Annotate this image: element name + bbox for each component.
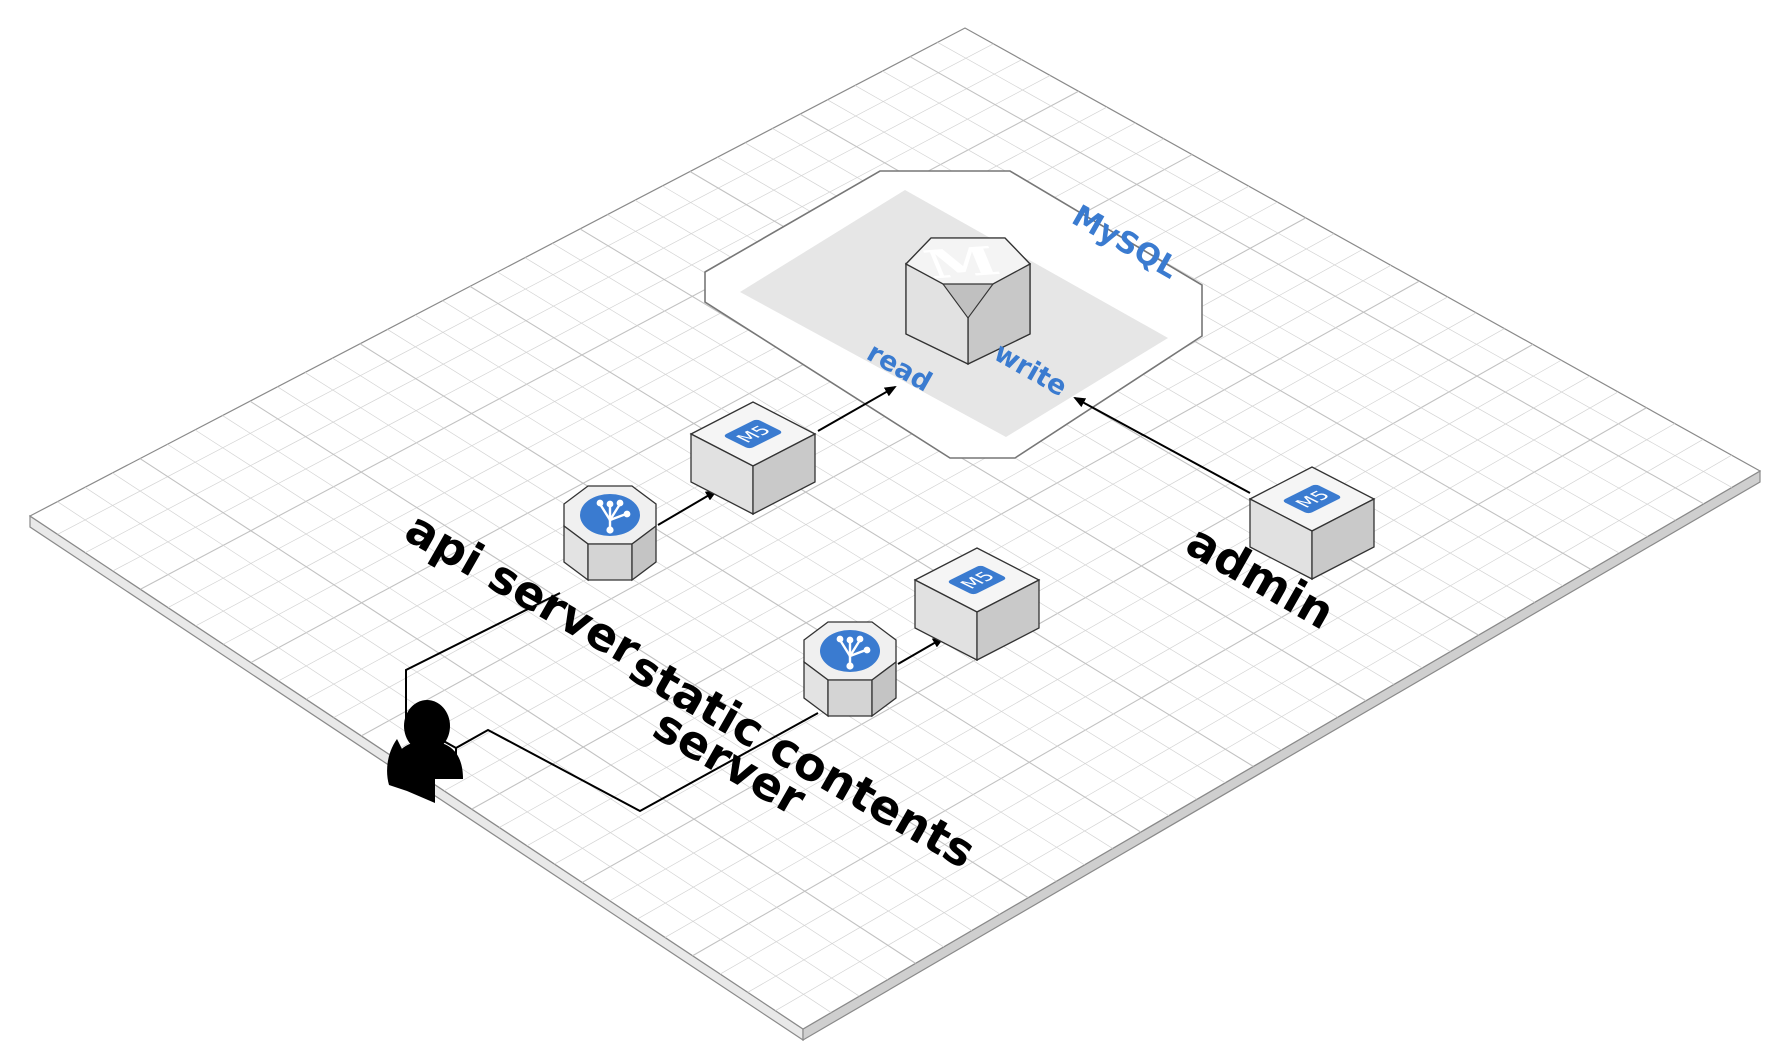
static-lb-to-static-instance-arrow bbox=[897, 636, 945, 665]
api-lb-to-api-instance-arrow bbox=[657, 489, 718, 526]
admin-instance-to-mysql-write-arrow bbox=[1073, 397, 1251, 494]
user-icon[interactable] bbox=[387, 700, 463, 803]
admin-instance[interactable]: M5 bbox=[1249, 466, 1375, 580]
mysql-database-icon[interactable]: M bbox=[904, 237, 1032, 366]
api-server-load-balancer-icon[interactable] bbox=[562, 484, 658, 582]
static-server-load-balancer-icon[interactable] bbox=[802, 620, 898, 718]
api-server-instance[interactable]: M5 bbox=[690, 401, 816, 515]
static-server-instance[interactable]: M5 bbox=[914, 547, 1040, 661]
api-instance-to-mysql-read-arrow bbox=[817, 386, 897, 432]
